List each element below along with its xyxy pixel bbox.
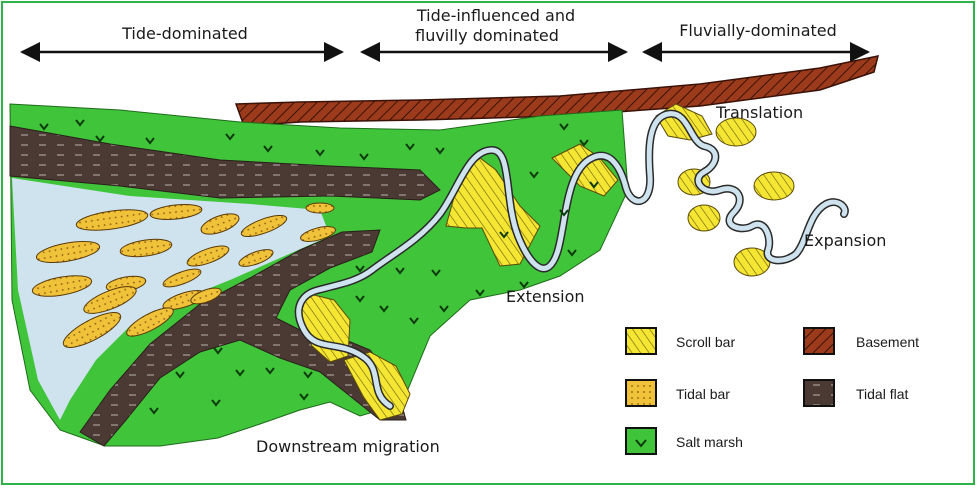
label-expansion: Expansion (804, 231, 886, 250)
scroll-bar (716, 118, 756, 146)
label-downstream-migration: Downstream migration (256, 437, 440, 456)
label-translation: Translation (715, 103, 803, 122)
legend-label-tidal-bar: Tidal bar (676, 386, 730, 402)
scroll-bar (754, 172, 794, 200)
legend-label-scroll-bar: Scroll bar (676, 334, 735, 350)
zone-label-tide-influenced-line1: Tide-influenced and (416, 6, 575, 25)
tidal-bar-swatch (626, 380, 656, 406)
scroll-bar (688, 205, 720, 231)
legend: Scroll bar Basement Tidal bar Tidal flat… (626, 328, 919, 454)
basement-swatch (804, 328, 834, 354)
zone-label-tide-influenced-line2: fluvilly dominated (415, 26, 559, 45)
label-extension: Extension (506, 287, 585, 306)
tidal-bar (306, 203, 334, 213)
tidal-flat-swatch (804, 380, 834, 406)
zone-label-fluvially-dominated: Fluvially-dominated (679, 21, 837, 40)
salt-marsh-swatch (626, 428, 656, 454)
legend-label-salt-marsh: Salt marsh (676, 434, 743, 450)
legend-label-basement: Basement (856, 334, 919, 350)
scroll-bar-swatch (626, 328, 656, 354)
legend-label-tidal-flat: Tidal flat (856, 386, 909, 402)
zone-label-tide-dominated: Tide-dominated (121, 24, 248, 43)
